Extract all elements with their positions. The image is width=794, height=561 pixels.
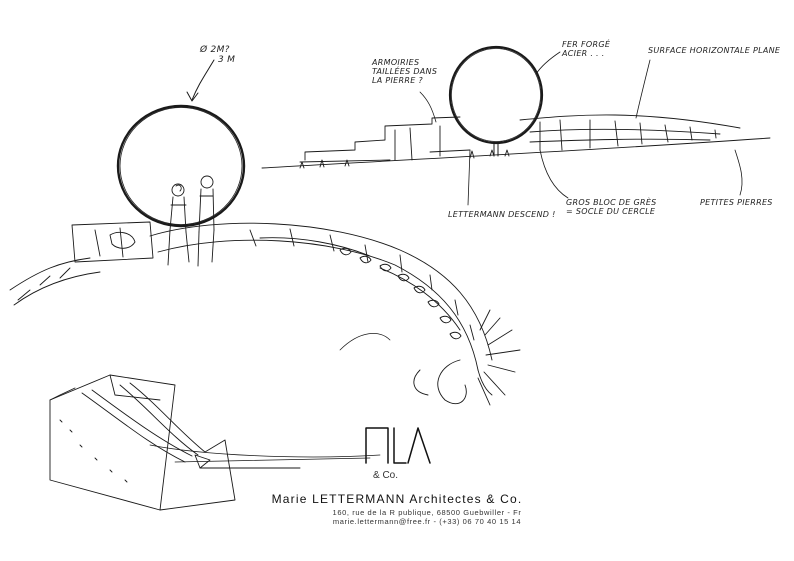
note-diameter: Ø 2m? 3 m <box>200 45 235 65</box>
note-armoiries: Armoiries taillées dans la pierre ? <box>372 58 437 85</box>
note-petites-pierres: Petites pierres <box>700 198 773 207</box>
diameter-arrow <box>191 59 215 101</box>
note-surface: Surface horizontale plane <box>648 46 781 55</box>
note-armoiries-line2: taillées dans <box>372 67 438 76</box>
note-diameter-line1: Ø 2m? <box>200 45 230 55</box>
note-gros-bloc-line1: Gros bloc de grès <box>566 198 657 207</box>
note-diameter-line2: 3 m <box>218 55 236 65</box>
note-lettermann: Lettermann descend ! <box>448 210 556 219</box>
logo-co: & Co. <box>373 470 399 481</box>
note-gros-bloc-line2: = socle du cercle <box>566 207 656 216</box>
firm-contact: marie.lettermann@free.fr - (+33) 06 70 4… <box>332 517 522 526</box>
elevation-wall <box>261 114 771 169</box>
note-armoiries-line3: la pierre ? <box>372 76 423 85</box>
leader-lines <box>419 51 743 206</box>
firm-address: 160, rue de la R publique, 68500 Guebwil… <box>332 508 522 517</box>
right-ring <box>448 45 544 157</box>
firm-name: Marie LETTERMANN Architectes & Co. <box>271 492 523 506</box>
left-ring <box>116 104 246 228</box>
stone-wall-curve <box>9 221 521 406</box>
note-armoiries-line1: Armoiries <box>372 58 420 67</box>
ground-lines <box>149 333 391 463</box>
note-fer-forge: Fer forgé acier . . . <box>562 40 610 58</box>
block-detail <box>49 374 301 511</box>
note-fer-forge-line2: acier . . . <box>562 49 605 58</box>
note-fer-forge-line1: Fer forgé <box>562 40 611 49</box>
mla-logo-mark <box>365 427 431 464</box>
note-gros-bloc: Gros bloc de grès = socle du cercle <box>566 198 657 216</box>
figures <box>167 175 215 267</box>
